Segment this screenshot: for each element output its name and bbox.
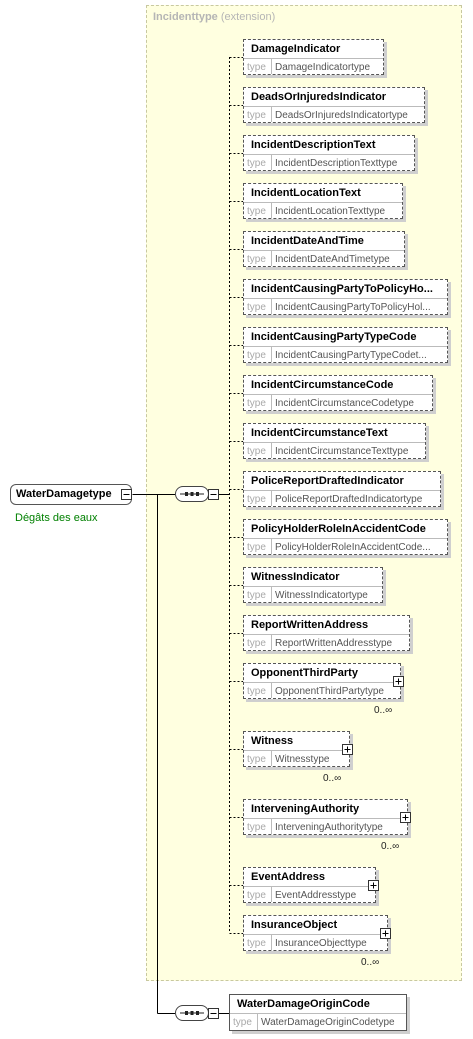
extension-kind: (extension) [220, 11, 276, 23]
type-label: type [247, 302, 266, 313]
element-name: DamageIndicator [251, 43, 341, 55]
type-label: type [247, 890, 266, 901]
root-type-name: WaterDamagetype [16, 488, 112, 500]
element-name: Witness [251, 735, 294, 747]
element-box[interactable]: PolicyHolderRoleInAccidentCode type Policy… [243, 519, 448, 555]
type-label: type [247, 254, 266, 265]
element-name: IncidentCircumstanceText [251, 427, 388, 439]
element-type: InsuranceObjecttype [275, 938, 367, 949]
element-name: DeadsOrInjuredsIndicator [251, 91, 387, 103]
element-name: IncidentCircumstanceCode [251, 379, 394, 391]
element-name: IncidentDateAndTime [251, 235, 364, 247]
type-label: type [247, 686, 266, 697]
type-label: type [233, 1017, 252, 1028]
type-label: type [247, 398, 266, 409]
expand-icon[interactable] [380, 928, 391, 939]
element-name: IncidentCausingPartyTypeCode [251, 331, 417, 343]
element-type: IncidentCausingPartyToPolicyHol... [275, 302, 431, 313]
element-name: InsuranceObject [251, 919, 338, 931]
type-label: type [247, 350, 266, 361]
element-name: WitnessIndicator [251, 571, 340, 583]
element-type: OpponentThirdPartytype [275, 686, 384, 697]
element-type: WitnessIndicatortype [275, 590, 368, 601]
element-type: PoliceReportDraftedIndicatortype [275, 494, 423, 505]
element-type: IncidentDescriptionTexttype [275, 158, 398, 169]
extension-name: Incidenttype [153, 11, 218, 23]
type-label: type [247, 754, 266, 765]
sequence-icon [180, 1011, 204, 1015]
sequence-compositor-extension[interactable] [175, 1005, 209, 1021]
element-type: Witnesstype [275, 754, 330, 765]
element-name: ReportWrittenAddress [251, 619, 369, 631]
element-type: ReportWrittenAddresstype [275, 638, 393, 649]
element-type: InterveningAuthoritytype [275, 822, 383, 833]
element-type: PolicyHolderRoleInAccidentCode... [275, 542, 431, 553]
type-label: type [247, 110, 266, 121]
multiplicity-label: 0..∞ [374, 705, 393, 716]
multiplicity-label: 0..∞ [323, 773, 342, 784]
type-label: type [247, 822, 266, 833]
sequence-collapse-icon[interactable] [208, 489, 219, 500]
type-label: type [247, 62, 266, 73]
element-type: DeadsOrInjuredsIndicatortype [275, 110, 408, 121]
expand-icon[interactable] [368, 880, 379, 891]
element-box[interactable]: IncidentCausingPartyTypeCode type Incident… [243, 327, 448, 363]
extension-title: Incidenttype (extension) [153, 11, 275, 23]
collapse-icon[interactable] [121, 489, 132, 500]
type-label: type [247, 638, 266, 649]
expand-icon[interactable] [393, 676, 404, 687]
element-type: IncidentCircumstanceTexttype [275, 446, 409, 457]
element-name: IncidentLocationText [251, 187, 361, 199]
element-type: IncidentDateAndTimetype [275, 254, 390, 265]
element-box-water-damage-origin-code[interactable]: WaterDamageOriginCode type WaterDamageOr… [229, 994, 407, 1031]
element-type: IncidentCausingPartyTypeCodet... [275, 350, 427, 361]
sequence-compositor[interactable] [175, 486, 209, 502]
element-type: IncidentLocationTexttype [275, 206, 386, 217]
element-name: InterveningAuthority [251, 803, 360, 815]
element-box[interactable]: IncidentCausingPartyToPolicyHo... type Inc… [243, 279, 448, 315]
element-type: EventAddresstype [275, 890, 357, 901]
sequence-icon [180, 492, 204, 496]
type-label: type [247, 542, 266, 553]
type-label: type [247, 494, 266, 505]
expand-icon[interactable] [400, 812, 411, 823]
multiplicity-label: 0..∞ [381, 841, 400, 852]
element-name: PoliceReportDraftedIndicator [251, 475, 404, 487]
type-label: type [247, 938, 266, 949]
element-type: WaterDamageOriginCodetype [261, 1017, 395, 1028]
element-type: IncidentCircumstanceCodetype [275, 398, 414, 409]
element-name: PolicyHolderRoleInAccidentCode [251, 523, 426, 535]
type-label: type [247, 158, 266, 169]
type-label: type [247, 590, 266, 601]
element-name: IncidentCausingPartyToPolicyHo... [251, 283, 433, 295]
element-name: OpponentThirdParty [251, 667, 358, 679]
element-type: DamageIndicatortype [275, 62, 371, 73]
root-documentation: Dégâts des eaux [15, 512, 98, 524]
element-name: WaterDamageOriginCode [237, 998, 370, 1010]
root-type-box[interactable]: WaterDamagetype [10, 484, 132, 505]
element-name: IncidentDescriptionText [251, 139, 376, 151]
multiplicity-label: 0..∞ [361, 957, 380, 968]
type-label: type [247, 206, 266, 217]
type-label: type [247, 446, 266, 457]
element-name: EventAddress [251, 871, 325, 883]
expand-icon[interactable] [342, 744, 353, 755]
sequence-collapse-icon[interactable] [208, 1008, 219, 1019]
